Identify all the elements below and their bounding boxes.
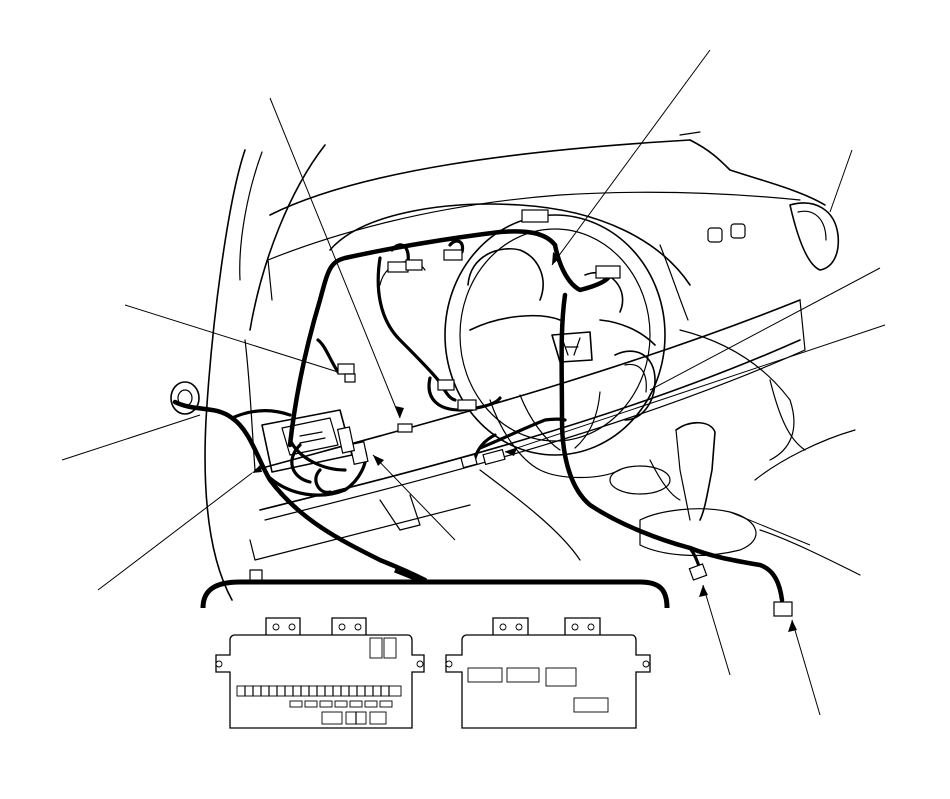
leader-lines	[61, 49, 886, 716]
dashboard-outline	[170, 131, 861, 601]
connector-3	[443, 249, 463, 261]
main-wire-harness	[172, 229, 785, 603]
connector-7	[437, 379, 455, 391]
arrowheads	[252, 252, 797, 632]
connector-11	[688, 563, 708, 581]
connector-10	[482, 448, 506, 466]
detail-bracket	[200, 567, 670, 609]
connector-1	[337, 363, 355, 375]
connector-12	[773, 601, 793, 617]
connector-9	[460, 453, 478, 469]
connector-8	[457, 399, 477, 411]
connector-4	[521, 209, 549, 223]
connectors	[337, 209, 793, 617]
fuse-box-rear	[445, 617, 651, 729]
left-junction-module	[261, 409, 369, 473]
connector-5	[595, 265, 621, 279]
fuse-row	[236, 685, 402, 697]
fuse-box-front	[215, 617, 425, 729]
connector-6	[397, 423, 413, 433]
connector-2	[387, 261, 409, 273]
